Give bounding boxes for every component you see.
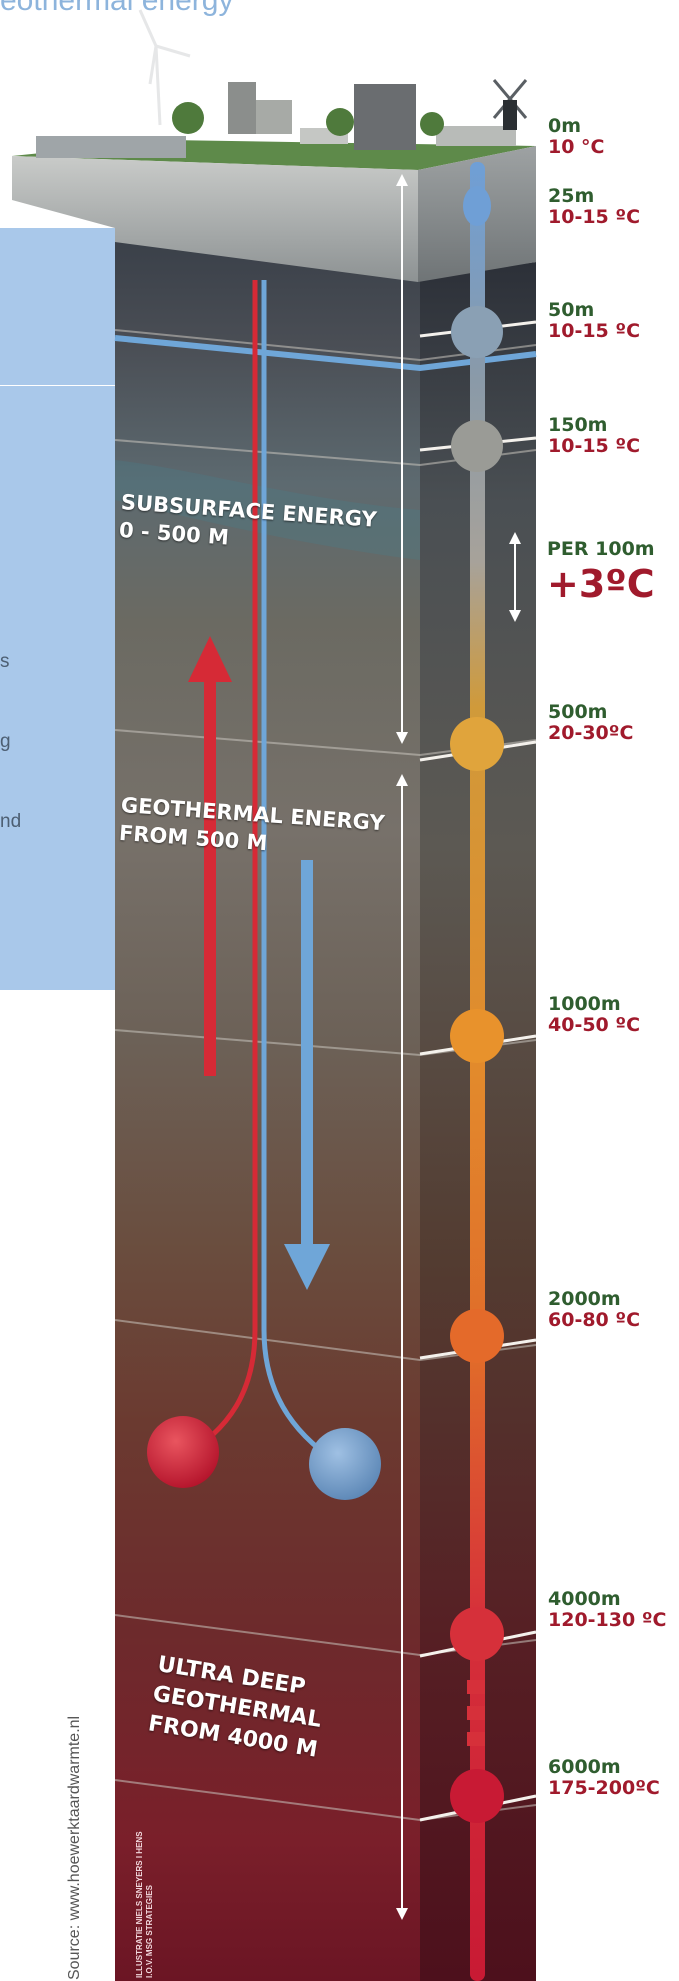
panel-text-fragment: nd <box>0 811 22 832</box>
depth-marker: 25m 10-15 ºC <box>548 186 640 228</box>
depth-marker: 0m 10 °C <box>548 116 605 158</box>
panel-divider <box>0 385 118 386</box>
depth-value: 2000m <box>548 1288 621 1310</box>
hot-flow-arrow <box>188 636 232 1076</box>
groundwater-band <box>114 335 537 372</box>
temperature-value: 10-15 ºC <box>548 206 641 228</box>
cold-flow-arrow <box>284 860 330 1290</box>
temperature-value: 40-50 ºC <box>548 1014 641 1036</box>
depth-marker: 2000m 60-80 ºC <box>548 1289 640 1331</box>
temperature-value: 10 °C <box>548 136 605 158</box>
source-credit: Source: www.hoewerktaardwarmte.nl <box>66 1715 83 1980</box>
depth-value: 25m <box>548 185 595 207</box>
gradient-arrow <box>509 532 521 622</box>
depth-marker: 50m 10-15 ºC <box>548 300 640 342</box>
depth-value: 150m <box>548 414 608 436</box>
panel-text-fragment: s <box>0 651 10 672</box>
probe-column <box>470 162 485 1981</box>
surface-front <box>12 156 418 282</box>
depth-value: 500m <box>548 701 608 723</box>
hot-well-disc <box>147 1416 219 1488</box>
cold-well-disc <box>309 1428 381 1500</box>
depth-value: 1000m <box>548 993 621 1015</box>
illustration-credit: ILLUSTRATIE NIELS SNEYERS I HENS I.O.V. … <box>135 1831 155 1978</box>
page-title: eothermal energy <box>0 0 234 17</box>
temperature-value: 60-80 ºC <box>548 1309 641 1331</box>
depth-value: 0m <box>548 115 582 137</box>
illustration-credit-line: ILLUSTRATIE NIELS SNEYERS I HENS <box>135 1831 144 1978</box>
depth-value: 50m <box>548 299 595 321</box>
geothermal-range-arrow <box>396 774 408 1920</box>
surface-buildings <box>36 82 516 158</box>
temperature-value: 10-15 ºC <box>548 435 641 457</box>
depth-value: 4000m <box>548 1588 621 1610</box>
gradient-label: PER 100m <box>547 538 655 560</box>
depth-value: 6000m <box>548 1756 621 1778</box>
panel-text-fragment: g <box>0 731 11 752</box>
probe-bulbs <box>450 186 504 1823</box>
depth-marker: 500m 20-30ºC <box>548 702 633 744</box>
depth-marker: 1000m 40-50 ºC <box>548 994 640 1036</box>
windmill-icon <box>492 79 528 130</box>
temperature-value: 175-200ºC <box>548 1777 660 1799</box>
side-panel: s g nd <box>0 228 118 990</box>
temperature-value: 120-130 ºC <box>548 1609 667 1631</box>
depth-marker: 6000m 175-200ºC <box>548 1757 660 1799</box>
illustration-credit-line: I.O.V. MSG STRATEGIES <box>145 1885 154 1978</box>
temperature-value: 10-15 ºC <box>548 320 641 342</box>
depth-marker: 150m 10-15 ºC <box>548 415 640 457</box>
gradient-value: +3ºC <box>547 562 655 606</box>
depth-marker: 4000m 120-130 ºC <box>548 1589 666 1631</box>
temperature-value: 20-30ºC <box>548 722 634 744</box>
wind-turbine-icon <box>138 9 191 126</box>
subsurface-range-arrow <box>396 174 408 744</box>
